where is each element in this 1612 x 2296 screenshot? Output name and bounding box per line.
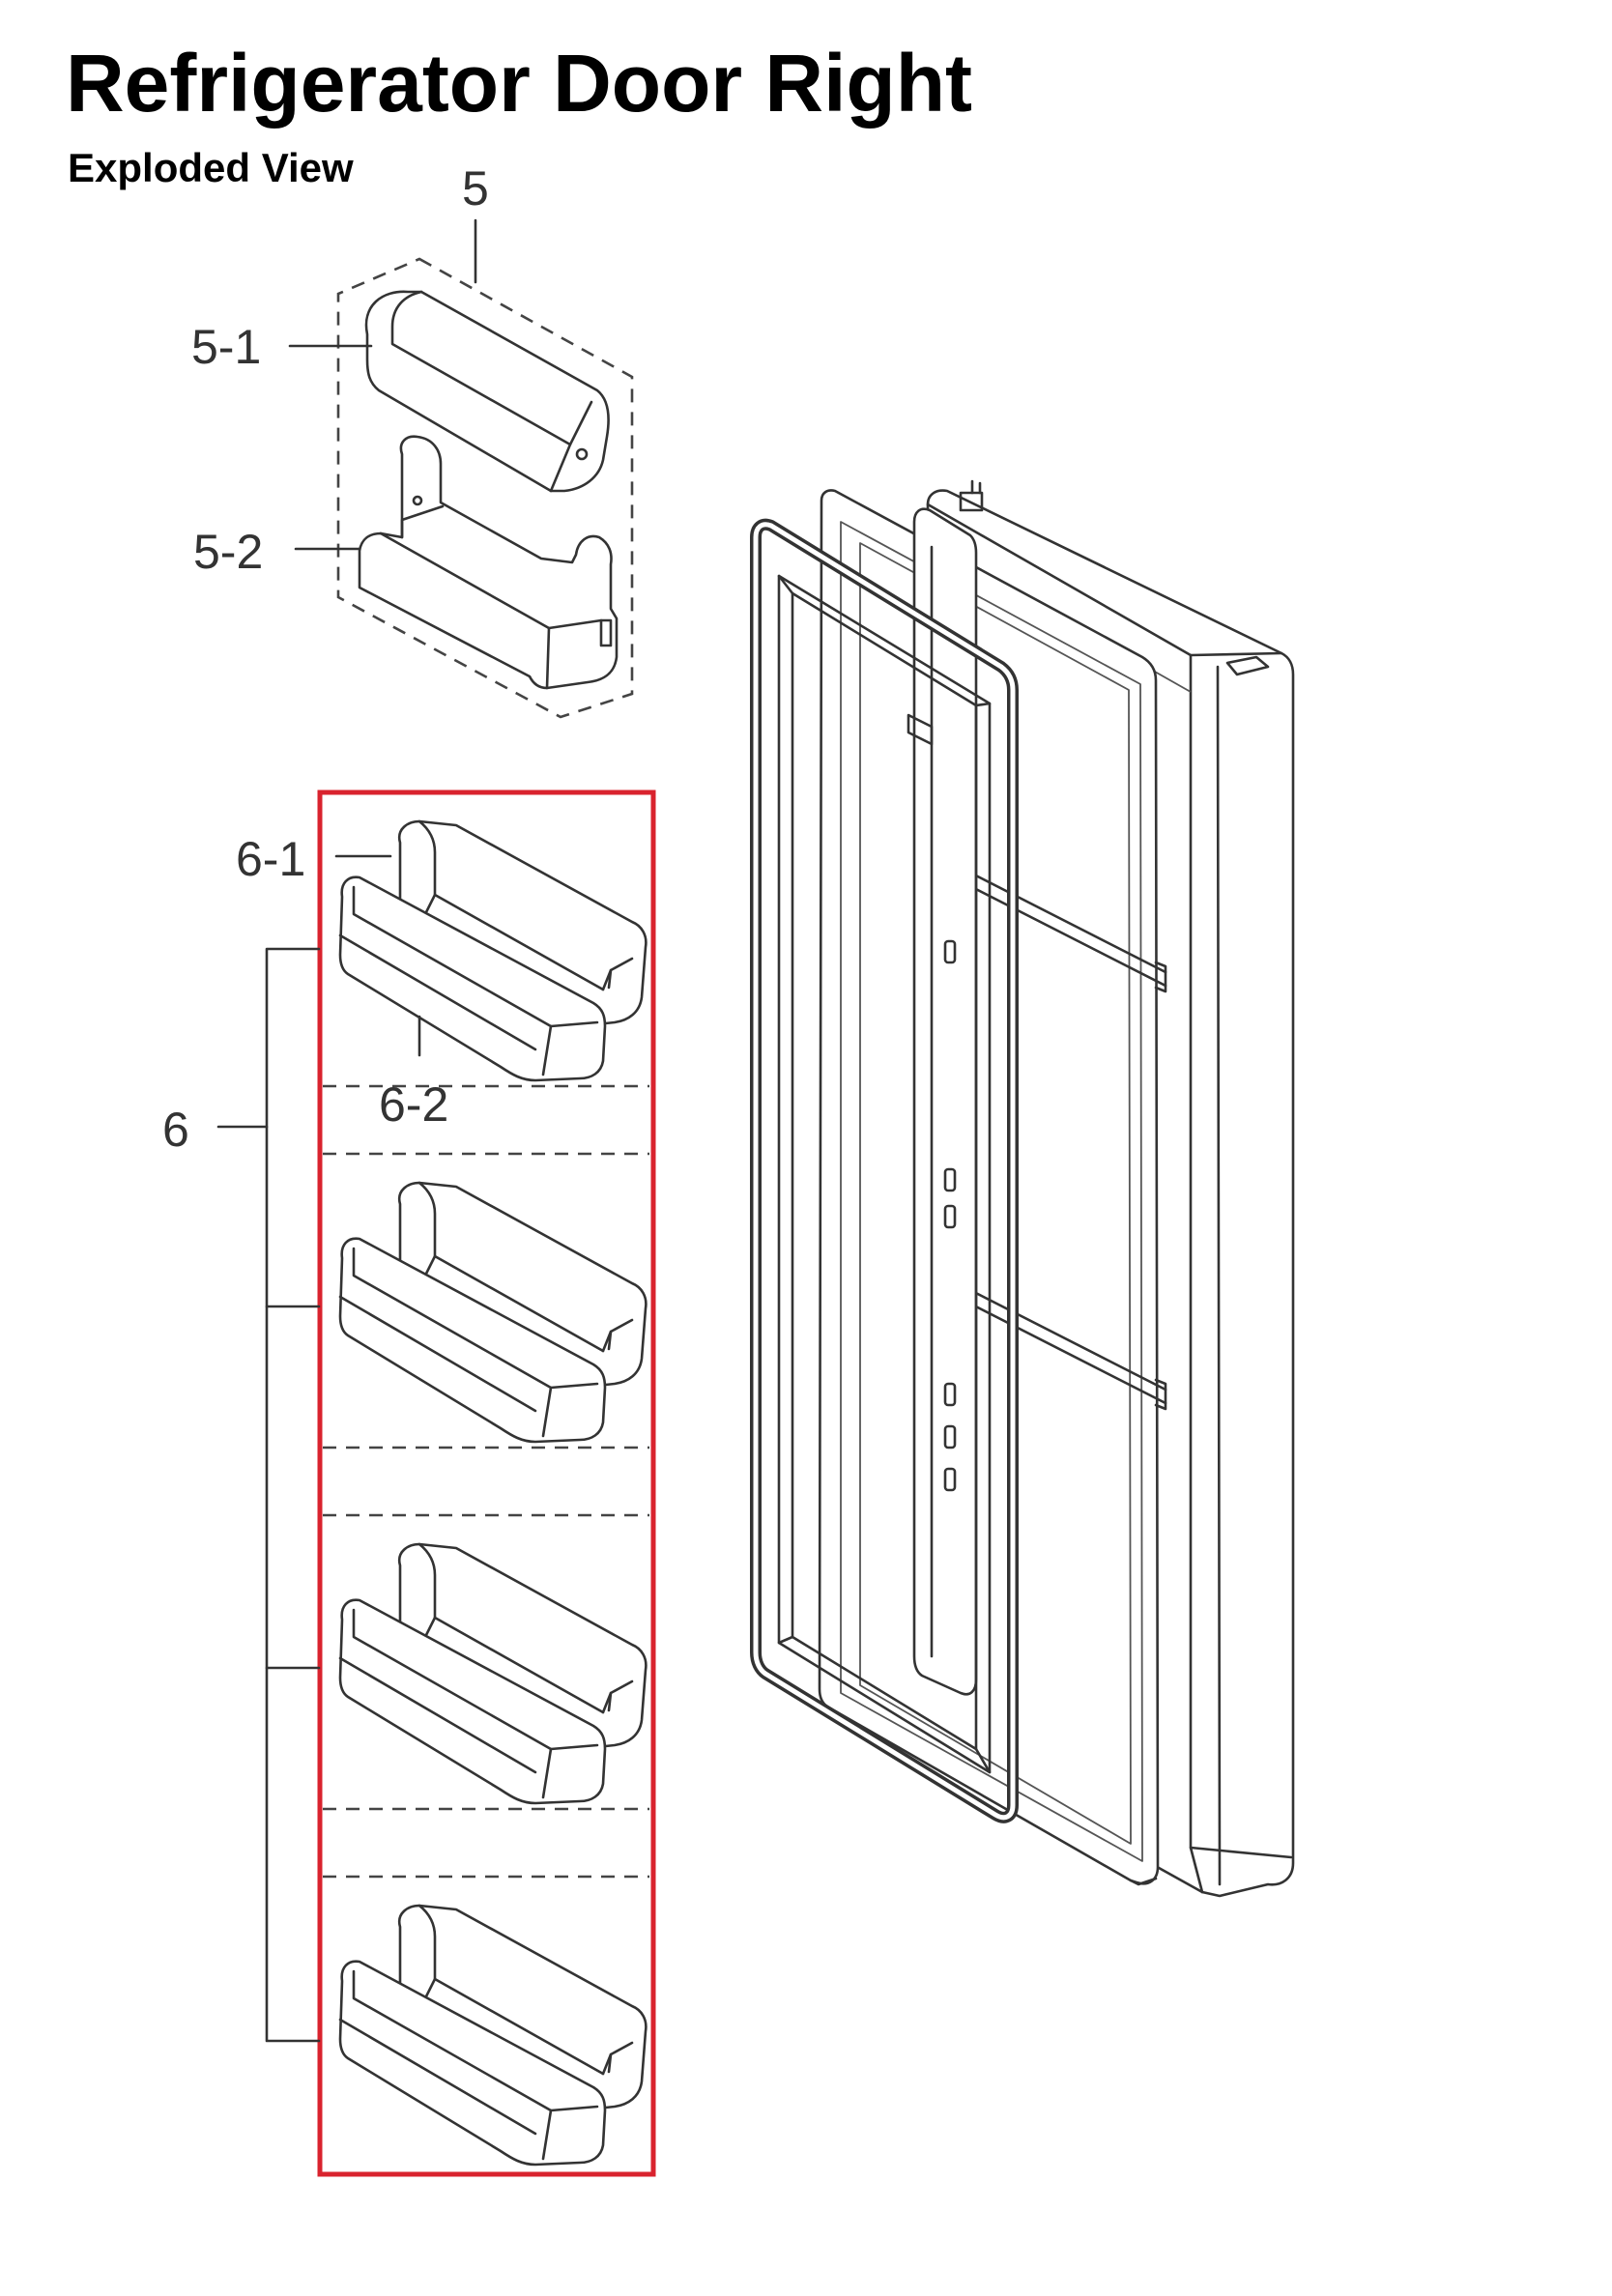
bracket-6 bbox=[265, 947, 321, 2043]
door-inner-liner bbox=[818, 489, 1167, 1885]
door-assembly bbox=[750, 479, 1295, 1898]
part-5-group-outline bbox=[336, 257, 634, 719]
rail-slot-6 bbox=[943, 1467, 957, 1492]
part-5-2-bin bbox=[358, 435, 619, 690]
part-6-door-bins: 6 6-1 6-2 bbox=[162, 789, 656, 2177]
cover-screw-hole bbox=[575, 447, 589, 461]
rail-slot-2 bbox=[943, 1167, 957, 1192]
callout-6-1: 6-1 bbox=[236, 832, 305, 886]
rail-slot-3 bbox=[943, 1204, 957, 1229]
part-5-1-cover bbox=[364, 290, 610, 493]
door-center-rail bbox=[907, 507, 978, 1696]
callout-5: 5 bbox=[462, 161, 489, 215]
highlight-box bbox=[317, 789, 656, 2177]
callout-5-1: 5-1 bbox=[191, 320, 261, 374]
callout-5-2: 5-2 bbox=[193, 525, 263, 579]
bin-unit-1 bbox=[338, 819, 648, 1082]
callout-6: 6 bbox=[162, 1103, 189, 1157]
rail-slot-5 bbox=[943, 1424, 957, 1449]
rail-slot-1 bbox=[943, 939, 957, 964]
page-subtitle: Exploded View bbox=[68, 145, 354, 190]
bin-unit-3 bbox=[338, 1542, 648, 1805]
bin-hole bbox=[412, 495, 423, 506]
part-5-door-guard-assembly: 5 5-1 5-2 bbox=[191, 161, 634, 719]
liner-corner bbox=[1129, 1877, 1158, 1886]
callout-6-2: 6-2 bbox=[379, 1077, 448, 1132]
page-title: Refrigerator Door Right bbox=[66, 38, 973, 129]
bin-unit-2 bbox=[338, 1181, 648, 1444]
hinge-slot bbox=[1225, 655, 1270, 676]
rail-slot-4 bbox=[943, 1382, 957, 1407]
bin-clip bbox=[599, 618, 613, 647]
door-gasket bbox=[750, 518, 1019, 1823]
bin-unit-4 bbox=[338, 1904, 648, 2167]
